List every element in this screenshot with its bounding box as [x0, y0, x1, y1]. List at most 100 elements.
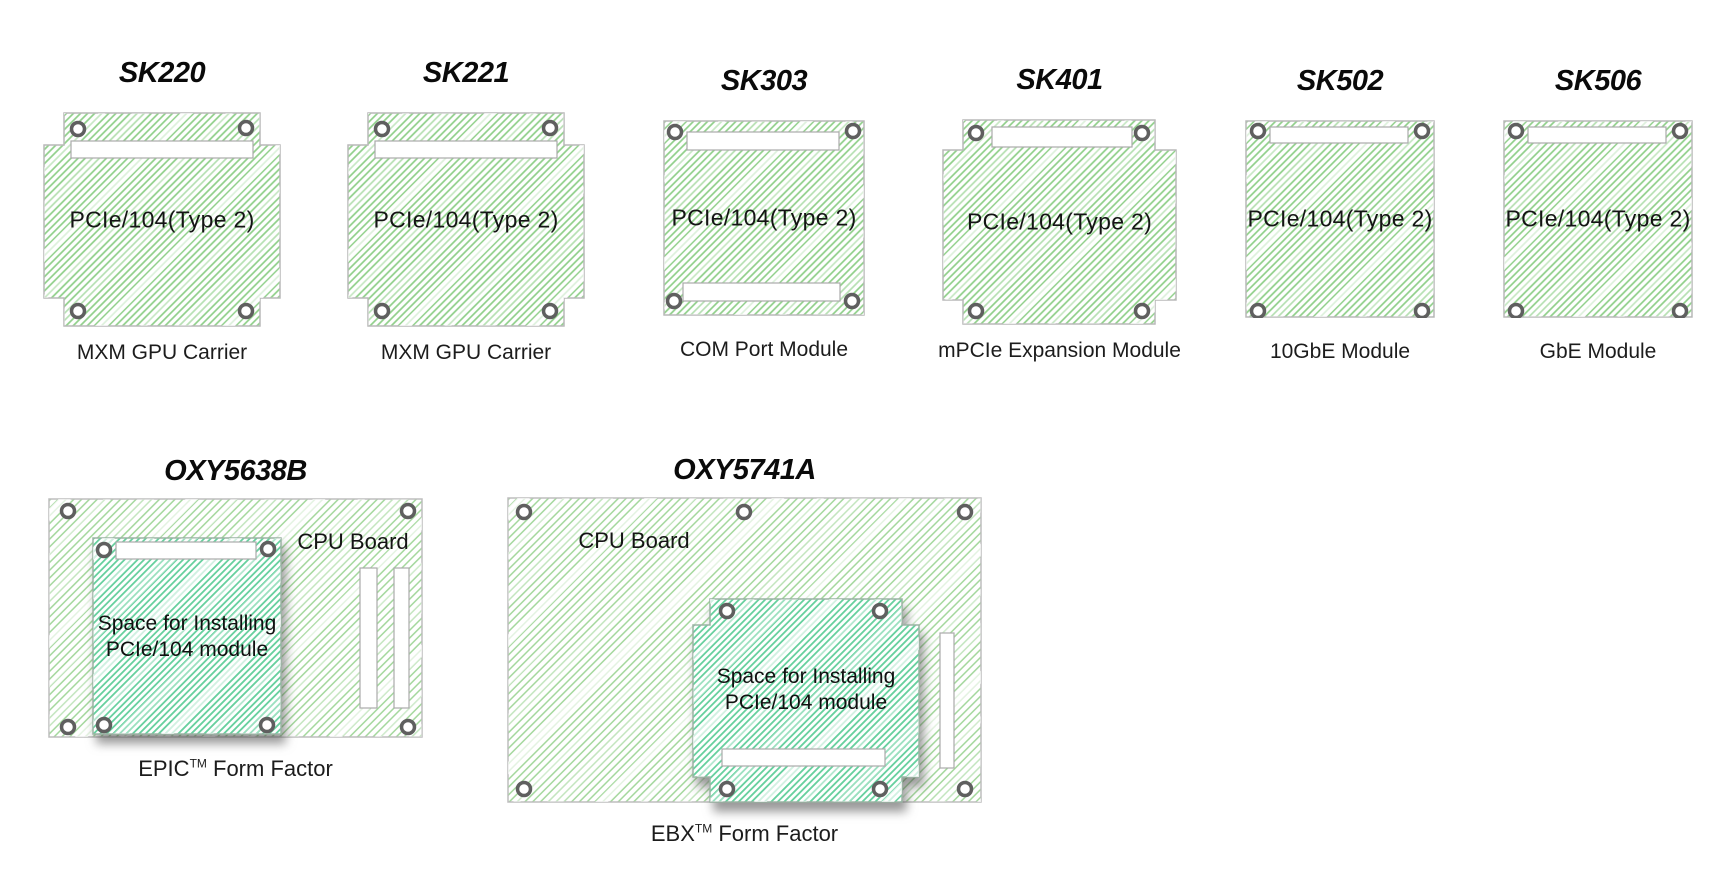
- board-type-label: PCIe/104(Type 2): [373, 206, 559, 232]
- connector-slot: [393, 567, 410, 709]
- connector-slot: [939, 632, 955, 769]
- installed-module-graphic: [92, 537, 282, 735]
- mounting-hole: [1249, 122, 1267, 140]
- mounting-hole: [1671, 122, 1689, 140]
- mounting-hole: [1507, 122, 1525, 140]
- installed-module-area: Space for Installing PCIe/104 module: [92, 537, 282, 735]
- mounting-hole: [515, 780, 533, 798]
- carrier-title: OXY5741A: [673, 454, 816, 486]
- module-board: PCIe/104(Type 2): [347, 112, 585, 327]
- mounting-hole: [541, 119, 559, 137]
- carrier-title: OXY5638B: [164, 455, 307, 487]
- mounting-hole: [956, 503, 974, 521]
- mounting-hole: [69, 120, 87, 138]
- board-type-label: PCIe/104(Type 2): [1247, 205, 1433, 232]
- module-board: PCIe/104(Type 2): [1245, 120, 1435, 318]
- module-caption: COM Port Module: [679, 338, 849, 361]
- installed-module-hatch-streaks: [93, 538, 281, 734]
- connector-slot: [721, 748, 886, 767]
- connector-slot: [374, 140, 558, 159]
- install-space-label-line1: Space for Installing: [716, 665, 896, 688]
- module-group-sk303: SK303 PCIe/104(Type 2) COM Port Module: [663, 66, 865, 361]
- mounting-hole: [237, 302, 255, 320]
- mounting-hole: [1671, 302, 1689, 318]
- mounting-hole: [735, 503, 753, 521]
- connector-slot: [359, 567, 378, 709]
- connector-slot: [991, 126, 1133, 148]
- connector-slot: [1527, 126, 1667, 144]
- module-title: SK221: [422, 57, 510, 89]
- mounting-hole: [967, 124, 985, 142]
- module-group-sk502: SK502 PCIe/104(Type 2) 10GbE Module: [1245, 66, 1435, 363]
- board-type-label: PCIe/104(Type 2): [1505, 205, 1691, 232]
- mounting-hole: [59, 502, 77, 520]
- mounting-hole: [541, 302, 559, 320]
- form-factor-rest: Form Factor: [206, 756, 333, 781]
- module-group-sk221: SK221 PCIe/104(Type 2) MXM GPU Carrier: [347, 58, 585, 364]
- carrier-group-oxy5741a: OXY5741A CPU Board: [507, 455, 982, 846]
- mounting-hole: [373, 120, 391, 138]
- module-caption: MXM GPU Carrier: [380, 341, 552, 364]
- board-graphic: [347, 112, 585, 327]
- form-factor-caption: EBXTM Form Factor: [651, 821, 838, 847]
- installed-module-area: Space for Installing PCIe/104 module: [692, 598, 920, 803]
- connector-slot: [682, 282, 841, 302]
- mounting-hole: [258, 716, 276, 734]
- install-space-label: Space for Installing PCIe/104 module: [692, 664, 920, 716]
- mounting-hole: [373, 302, 391, 320]
- mounting-hole: [666, 123, 684, 141]
- module-board: PCIe/104(Type 2): [663, 120, 865, 316]
- module-title: SK502: [1296, 65, 1384, 97]
- module-caption: 10GbE Module: [1269, 340, 1411, 363]
- board-type-label: PCIe/104(Type 2): [671, 204, 857, 231]
- mounting-hole: [956, 780, 974, 798]
- module-caption: GbE Module: [1539, 340, 1657, 363]
- mounting-hole: [871, 780, 889, 798]
- mounting-hole: [665, 292, 683, 310]
- board-hatch-streaks: [943, 120, 1176, 324]
- connector-slot: [1269, 126, 1409, 144]
- mounting-hole: [1413, 302, 1431, 318]
- mounting-hole: [259, 540, 277, 558]
- form-factor-rest: Form Factor: [712, 821, 839, 846]
- module-board: PCIe/104(Type 2): [43, 112, 281, 327]
- board-graphic: [1245, 120, 1435, 318]
- board-graphic: [43, 112, 281, 327]
- board-graphic: [663, 120, 865, 316]
- module-caption: MXM GPU Carrier: [76, 341, 248, 364]
- mounting-hole: [718, 602, 736, 620]
- board-type-label: PCIe/104(Type 2): [966, 208, 1153, 235]
- cpu-board-label: CPU Board: [297, 529, 409, 554]
- module-board: PCIe/104(Type 2): [1503, 120, 1693, 318]
- mounting-hole: [871, 602, 889, 620]
- trademark-symbol: TM: [189, 756, 207, 771]
- mounting-hole: [237, 119, 255, 137]
- connector-slot: [70, 140, 254, 159]
- form-factor-name: EBX: [650, 821, 695, 846]
- trademark-symbol: TM: [694, 821, 713, 836]
- mounting-hole: [399, 502, 417, 520]
- mounting-hole: [1133, 124, 1151, 142]
- board-hatch-streaks: [1246, 121, 1434, 317]
- connector-slot: [686, 131, 840, 151]
- install-space-label-line2: PCIe/104 module: [724, 691, 888, 714]
- module-group-sk401: SK401 PCIe/104(Type 2) mPCIe Expansion M…: [938, 65, 1181, 362]
- module-board: PCIe/104(Type 2): [942, 119, 1177, 325]
- board-hatch-streaks: [348, 113, 584, 326]
- mounting-hole: [1133, 302, 1151, 320]
- module-group-sk506: SK506 PCIe/104(Type 2) GbE Module: [1503, 66, 1693, 363]
- mounting-hole: [95, 716, 113, 734]
- mounting-hole: [843, 292, 861, 310]
- mounting-hole: [718, 780, 736, 798]
- module-title: SK220: [118, 57, 206, 89]
- board-type-label: PCIe/104(Type 2): [69, 206, 255, 232]
- mounting-hole: [1249, 302, 1267, 318]
- module-title: SK401: [1016, 64, 1103, 96]
- board-hatch-streaks: [44, 113, 280, 326]
- carrier-group-oxy5638b: OXY5638B CPU Board: [48, 456, 423, 781]
- mounting-hole: [69, 302, 87, 320]
- install-space-label: Space for Installing PCIe/104 module: [92, 611, 282, 663]
- mounting-hole: [95, 541, 113, 559]
- board-graphic: [1503, 120, 1693, 318]
